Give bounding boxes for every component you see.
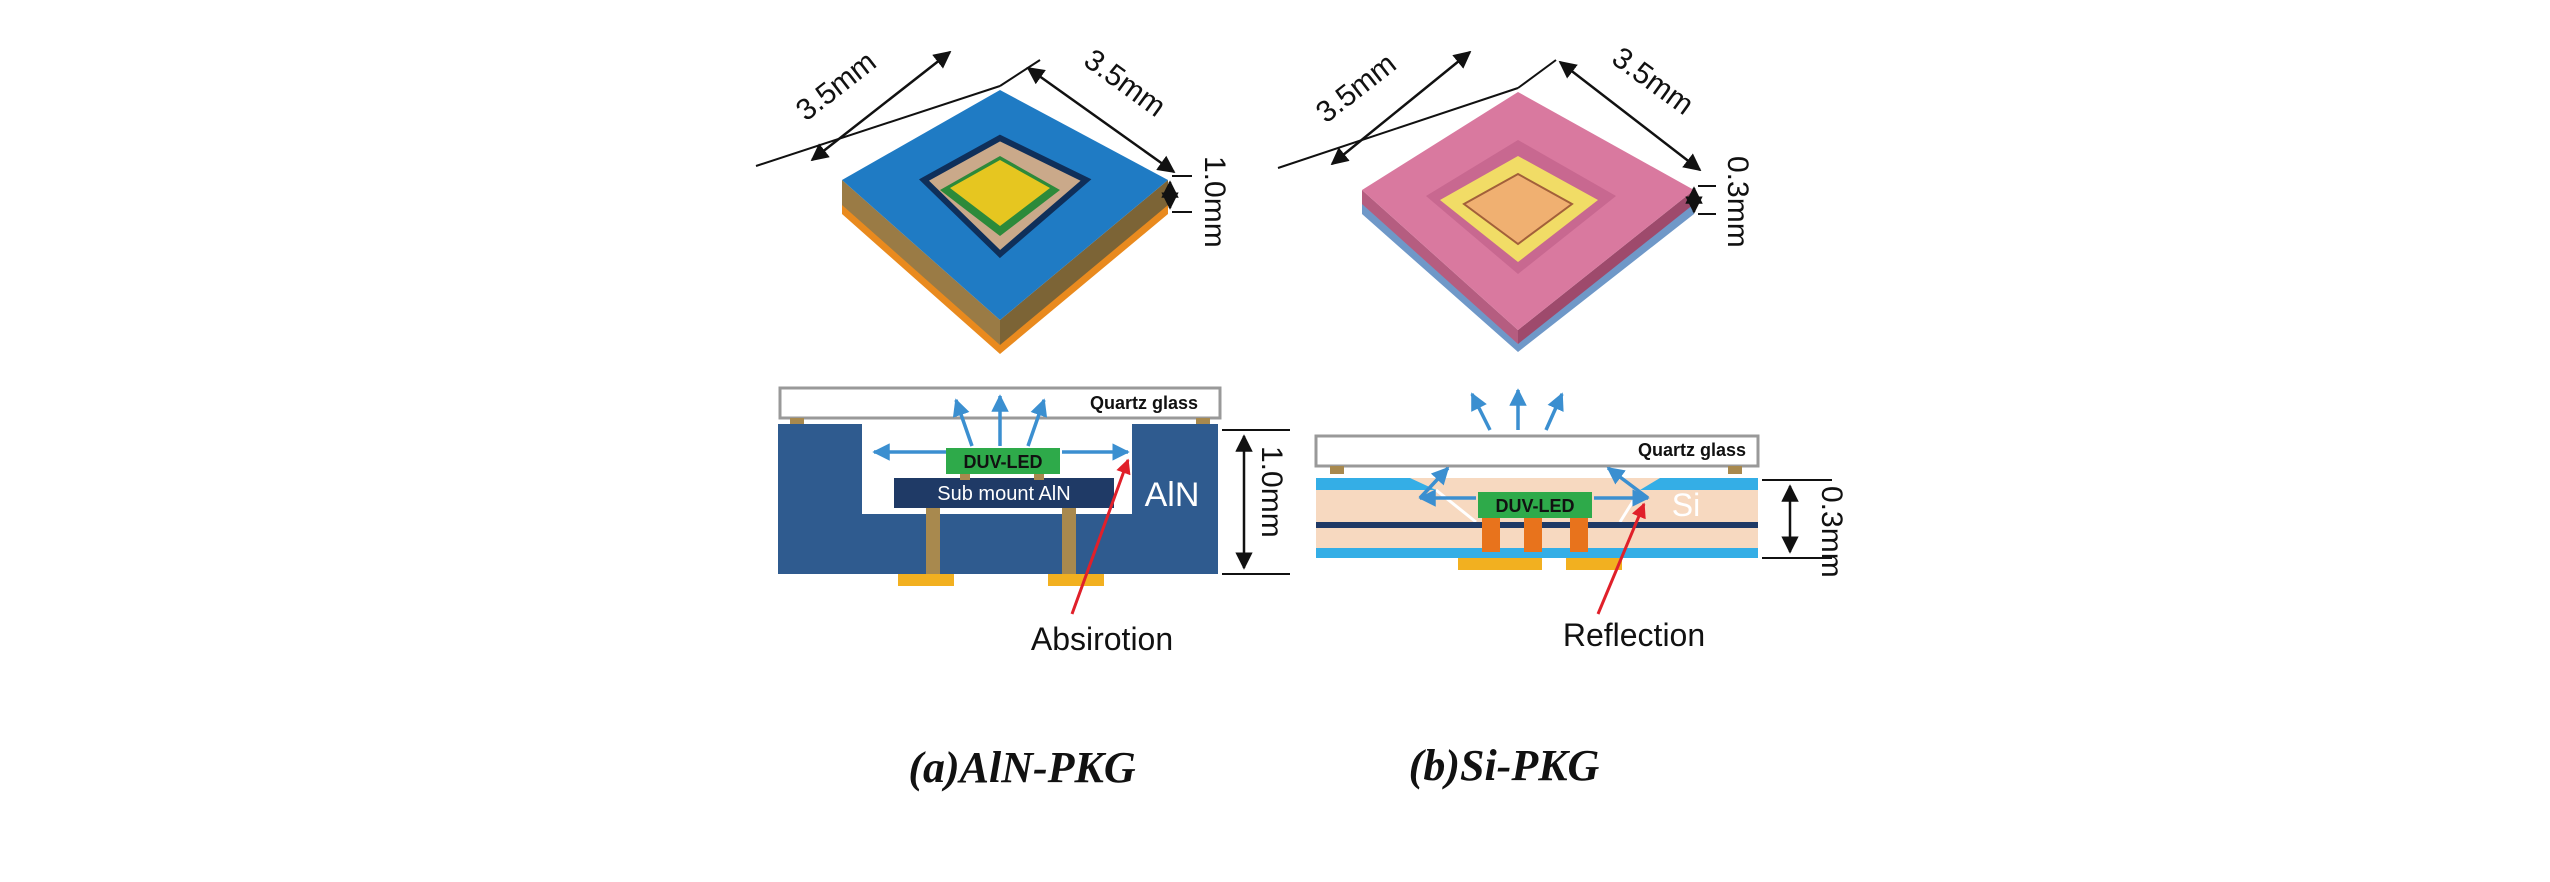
light-arrows-b bbox=[1418, 388, 1650, 507]
duv-led-b bbox=[1478, 492, 1592, 518]
absorption-label: Absirotion bbox=[1031, 621, 1173, 657]
height-label-b: 0.3mm bbox=[1815, 486, 1848, 578]
submount-label: Sub mount AlN bbox=[937, 483, 1070, 505]
dim-left-line-b bbox=[1330, 50, 1472, 166]
absorption-arrow bbox=[1070, 458, 1131, 615]
dim-left-line-a bbox=[810, 50, 952, 162]
aln-body-label: AlN bbox=[1145, 476, 1200, 514]
si-body-label: Si bbox=[1672, 487, 1700, 523]
aln-body bbox=[778, 424, 1218, 574]
glass-label-b: Quartz glass bbox=[1638, 440, 1746, 460]
dim-right-label-a: 3.5mm bbox=[1078, 43, 1172, 124]
light-arrows-a bbox=[872, 394, 1130, 461]
height-label-a: 1.0mm bbox=[1255, 446, 1288, 538]
dim-right-line-b bbox=[1558, 60, 1702, 172]
dim-height-label-b: 0.3mm bbox=[1721, 156, 1754, 248]
glass-label-a: Quartz glass bbox=[1090, 393, 1198, 413]
submount-aln bbox=[894, 478, 1114, 508]
si-cross-section: Quartz glass DUV-LED Si bbox=[1314, 388, 1848, 653]
led-label-a: DUV-LED bbox=[963, 452, 1042, 472]
si-package-3d bbox=[1362, 92, 1694, 352]
caption-b: (b)Si-PKG bbox=[1409, 741, 1600, 790]
quartz-glass-b bbox=[1314, 434, 1760, 468]
aln-cross-section: Quartz glass Sub mount AlN DUV-LED AlN bbox=[778, 386, 1290, 657]
duv-led-a bbox=[946, 448, 1060, 474]
caption-a: (a)AlN-PKG bbox=[908, 743, 1136, 792]
dim-height-label-a: 1.0mm bbox=[1198, 156, 1231, 248]
dim-right-line-a bbox=[1026, 66, 1176, 174]
aln-package-3d bbox=[842, 90, 1168, 354]
led-label-b: DUV-LED bbox=[1495, 496, 1574, 516]
reflection-label: Reflection bbox=[1563, 617, 1705, 653]
reflection-arrow bbox=[1596, 502, 1646, 615]
